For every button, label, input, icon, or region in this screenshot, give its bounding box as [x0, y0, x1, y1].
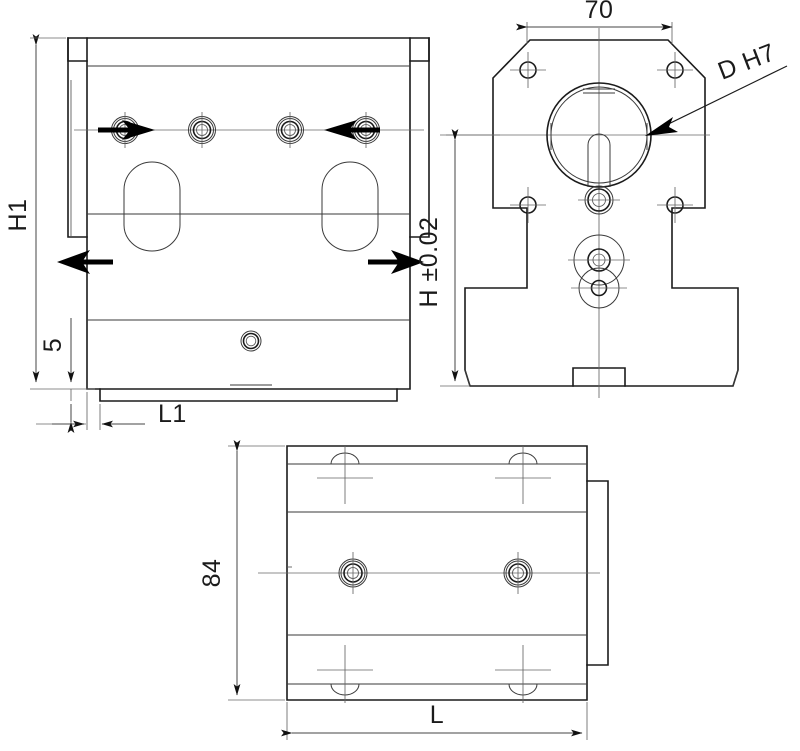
callout-d-h7: D H7: [645, 38, 788, 136]
dimension-h1-label: H1: [4, 199, 32, 232]
side-dome-right: [321, 161, 379, 252]
dimension-5-label: 5: [39, 338, 67, 352]
dimension-l-label: L: [430, 701, 444, 729]
side-right-plate: [409, 37, 430, 238]
dimension-84-label: 84: [198, 559, 226, 588]
side-hole-2: [188, 112, 216, 148]
front-corner-hole-tr: [657, 52, 693, 88]
dimension-h-tolerance-label: H ±0.02: [415, 217, 443, 308]
bottom-corner-slot-bl: [317, 645, 373, 703]
front-base-left-chamfer: [464, 369, 471, 387]
bottom-hole-left: [338, 552, 368, 594]
bore-top-slot: [583, 88, 615, 94]
side-mid-arrow-left: [57, 250, 113, 274]
front-corner-hole-bl: [510, 187, 546, 223]
front-bolt-upper: [578, 185, 620, 215]
front-base-right-chamfer: [732, 369, 739, 387]
dimension-70-label: 70: [585, 0, 614, 24]
front-view-outline: [464, 39, 739, 387]
bottom-corner-slot-tr: [495, 446, 551, 504]
callout-d-h7-label: D H7: [714, 38, 779, 85]
dimension-70: 70: [516, 0, 673, 44]
side-foot-plate: [99, 388, 398, 402]
side-top-left-tab: [67, 37, 88, 62]
dimension-84: 84: [198, 440, 285, 701]
dimension-h-tolerance: H ±0.02: [415, 129, 500, 387]
bottom-right-boss: [586, 480, 609, 666]
bottom-corner-slot-tl: [317, 446, 373, 504]
side-top-right-tab: [409, 37, 430, 62]
bore-keyway: [587, 133, 611, 187]
dimension-l: L: [281, 701, 588, 740]
side-hole-3: [276, 112, 304, 148]
front-corner-hole-br: [657, 187, 693, 223]
side-bolt-arrow-right: [324, 120, 380, 140]
side-bolt-arrow-left: [98, 120, 155, 140]
side-mid-arrow-right: [368, 250, 424, 274]
dimension-l1: L1: [86, 392, 187, 430]
side-dome-left: [123, 161, 181, 252]
bottom-view-outline: [286, 445, 588, 701]
dimension-5: 5: [39, 318, 75, 383]
side-view: H1 5 L1: [4, 34, 430, 433]
side-left-plate: [67, 37, 88, 238]
front-bolt-middle: [568, 234, 630, 286]
bottom-view: 84 L: [198, 440, 609, 740]
dimension-l1-label: L1: [158, 400, 187, 428]
front-corner-hole-tl: [510, 52, 546, 88]
dimension-base-thickness: [36, 389, 86, 433]
front-view: 70 H ±0.02 D H7: [415, 0, 788, 398]
dimension-h1: H1: [4, 34, 95, 390]
bottom-hole-right: [503, 552, 533, 594]
bottom-corner-slot-br: [495, 645, 551, 703]
side-bottom-bolt: [240, 330, 262, 352]
front-bolt-lower: [571, 267, 627, 309]
